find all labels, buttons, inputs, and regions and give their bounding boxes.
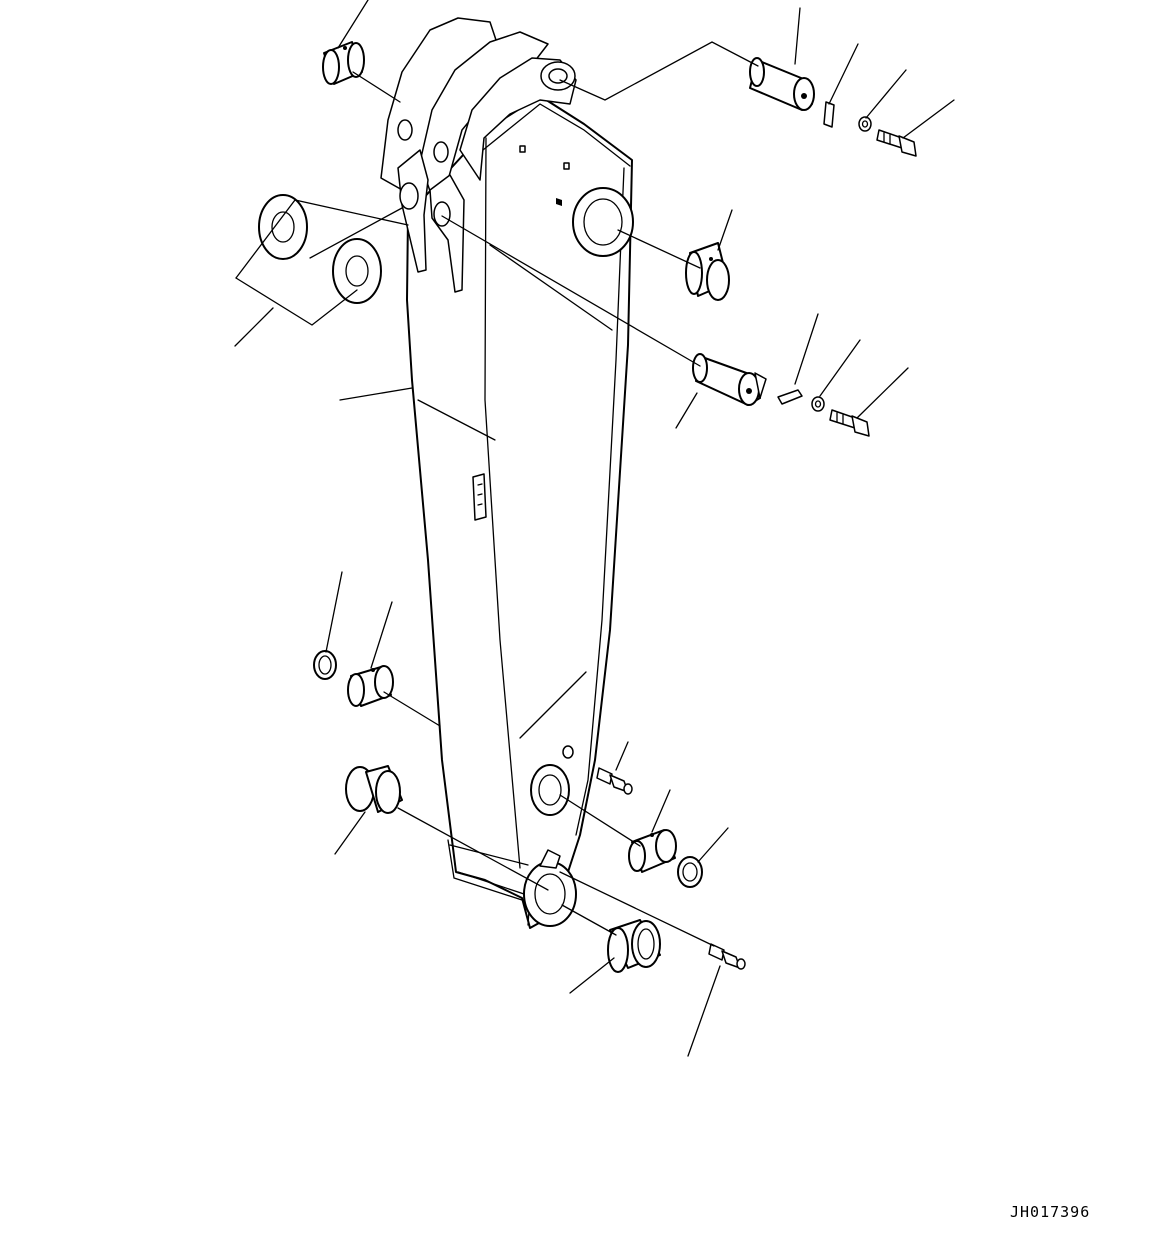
pin-top: [749, 57, 815, 111]
bushing-top-left: [322, 41, 365, 85]
bolt-mid: [829, 409, 870, 437]
leader-lines: [234, 0, 955, 1057]
bolt-top: [876, 129, 917, 157]
shim-washer-2: [332, 238, 382, 304]
flanged-bushing-bottom: [607, 919, 661, 973]
seal-ring-left: [313, 650, 337, 680]
grease-fitting-mid: [596, 767, 633, 795]
washer-top: [858, 116, 872, 132]
lock-plate-top: [823, 101, 835, 128]
seal-ring-right: [677, 856, 703, 888]
bushing-mid-right: [685, 242, 730, 301]
drawing-code: JH017396: [1010, 1203, 1091, 1221]
shim-washer-1: [258, 194, 308, 260]
grease-fitting-bottom: [708, 943, 746, 970]
bushing-lower-right: [628, 829, 677, 873]
pin-mid: [692, 353, 767, 406]
bushing-lower-left: [347, 665, 394, 707]
flanged-bushing-left: [345, 765, 403, 814]
washer-mid: [811, 396, 825, 412]
excavator-arm: [380, 17, 634, 929]
lock-plate-mid: [777, 389, 803, 405]
